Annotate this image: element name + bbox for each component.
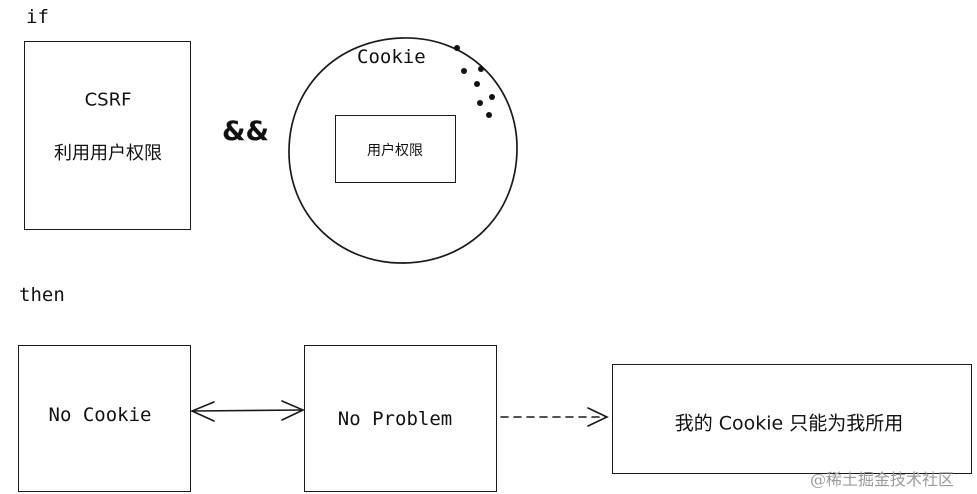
own-cookie-box: 我的 Cookie 只能为我所用 [612,364,972,474]
watermark: @稀土掘金技术社区 [810,470,955,489]
then-label: then [19,284,65,306]
no-problem-box: No Problem [304,345,497,492]
csrf-box: CSRF 利用用户权限 [24,41,191,230]
cookie-title: Cookie [357,46,426,68]
inner-permission-label: 用户权限 [367,143,423,159]
cookie-circle [288,37,518,264]
csrf-title: CSRF [84,89,132,111]
double-arrow [189,400,305,422]
dashed-arrow [500,407,609,427]
and-symbol: && [222,116,270,147]
inner-permission-box: 用户权限 [335,115,456,183]
if-label: if [26,6,49,28]
cookie-crumbs [454,45,495,118]
own-cookie-label: 我的 Cookie 只能为我所用 [674,412,904,435]
no-cookie-box: No Cookie [18,345,191,492]
no-cookie-label: No Cookie [48,404,152,426]
no-problem-label: No Problem [337,408,453,430]
csrf-subtitle: 利用用户权限 [54,143,162,164]
